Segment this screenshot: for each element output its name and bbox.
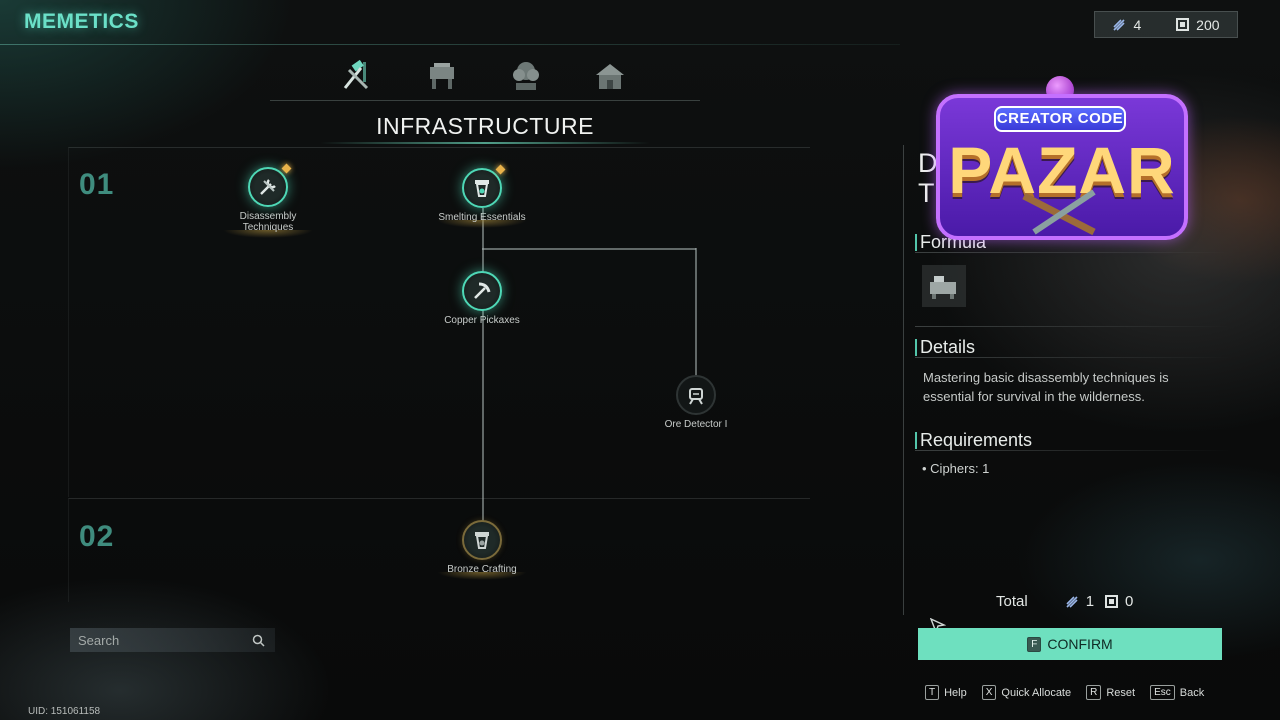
requirement-ciphers: • Ciphers: 1 [922, 461, 990, 476]
building-icon [596, 64, 624, 89]
hint-reset[interactable]: R Reset [1086, 685, 1135, 700]
hint-label: Reset [1106, 686, 1136, 699]
creator-name: PAZAR [948, 133, 1176, 207]
pickaxe-icon [474, 282, 491, 299]
currency-display: 4 200 [1094, 11, 1238, 38]
node-circle [462, 271, 502, 311]
workbench-icon [930, 276, 956, 299]
total-chips: 0 [1125, 593, 1134, 610]
garden-icon [513, 62, 539, 90]
keycap: Esc [1150, 685, 1175, 700]
node-highlight [437, 220, 527, 228]
tier-panel [68, 498, 810, 602]
chip-icon [1105, 595, 1119, 608]
control-hints: T Help X Quick Allocate R Reset Esc Back [925, 685, 1204, 700]
section-rule [915, 357, 1230, 358]
total-cost: Total 1 0 [996, 593, 1133, 610]
tech-node-smelting-essentials[interactable]: Smelting Essentials [422, 164, 542, 228]
tech-node-bronze-crafting[interactable]: Bronze Crafting [422, 520, 542, 580]
keycap: X [981, 685, 997, 700]
section-rule [915, 326, 1230, 327]
page-title: MEMETICS [24, 10, 139, 33]
node-highlight [437, 572, 527, 580]
tech-node-ore-detector-1[interactable]: Ore Detector I [636, 375, 756, 430]
creator-code-banner: CREATOR CODE PAZAR [930, 76, 1194, 246]
confirm-button[interactable]: F CONFIRM [918, 628, 1222, 660]
section-title: INFRASTRUCTURE [376, 113, 594, 139]
node-circle [462, 164, 506, 208]
search-input[interactable] [78, 632, 238, 648]
cipher-count-value: 4 [1133, 16, 1142, 33]
node-label: Disassembly Techniques [239, 211, 297, 233]
cipher-icon [1113, 18, 1126, 31]
tab-building[interactable] [592, 56, 628, 96]
total-label: Total [996, 593, 1028, 610]
keycap-f: F [1027, 636, 1042, 652]
anvil-icon [475, 532, 489, 549]
hint-label: Back [1179, 686, 1205, 699]
wrench-icon [260, 179, 276, 195]
confirm-label: CONFIRM [1047, 636, 1113, 652]
details-heading: Details [915, 338, 975, 356]
category-tabs [320, 56, 700, 102]
tab-tools[interactable] [338, 56, 374, 96]
keycap: R [1086, 685, 1102, 700]
node-circle [676, 375, 716, 415]
tech-node-disassembly-techniques[interactable]: Disassembly Techniques [208, 163, 328, 238]
mouse-cursor-icon [930, 618, 946, 634]
tab-garden[interactable] [508, 56, 544, 96]
connector-line [482, 208, 484, 526]
tier-label: 01 [79, 168, 115, 201]
furnace-icon [475, 180, 489, 197]
detail-divider [903, 145, 904, 615]
chip-icon [1176, 18, 1190, 31]
hint-quick-allocate[interactable]: X Quick Allocate [981, 685, 1072, 700]
user-id: UID: 151061158 [28, 706, 101, 717]
tech-description: Mastering basic disassembly techniques i… [923, 370, 1169, 404]
node-circle [462, 520, 502, 560]
hint-help[interactable]: T Help [925, 685, 967, 700]
cipher-count: 4 [1112, 17, 1141, 33]
tier-label: 02 [79, 520, 115, 553]
node-label: Copper Pickaxes [444, 315, 520, 326]
hint-back[interactable]: Esc Back [1150, 685, 1204, 700]
total-ciphers: 1 [1085, 593, 1095, 610]
requirements-heading: Requirements [915, 431, 1032, 449]
hint-label: Help [944, 686, 967, 699]
tier-panel [68, 147, 810, 497]
formula-item-slot[interactable] [922, 265, 966, 307]
section-underline [320, 142, 650, 144]
search-icon[interactable] [252, 634, 265, 647]
node-label: Bronze Crafting [447, 564, 517, 575]
tab-workbench[interactable] [424, 56, 460, 96]
tech-node-copper-pickaxes[interactable]: Copper Pickaxes [422, 271, 542, 326]
keycap: T [925, 685, 940, 700]
cipher-icon [1066, 595, 1078, 608]
connector-line [695, 248, 697, 378]
node-highlight [223, 230, 313, 238]
tabs-divider [270, 100, 700, 101]
workbench-icon [430, 63, 454, 89]
pickaxe-icon [1022, 189, 1096, 236]
section-rule [915, 252, 1230, 253]
connector-line [482, 248, 696, 250]
hint-label: Quick Allocate [1001, 686, 1072, 699]
chip-count: 200 [1176, 16, 1220, 33]
header-divider [0, 44, 900, 45]
chip-count-value: 200 [1196, 16, 1220, 33]
search-bar[interactable] [70, 628, 275, 652]
node-label: Smelting Essentials [438, 212, 526, 223]
node-circle [248, 163, 292, 207]
creator-code-label: CREATOR CODE [994, 106, 1126, 132]
detector-icon [689, 388, 703, 405]
section-rule [915, 450, 1230, 451]
node-label: Ore Detector I [664, 419, 728, 430]
crossed-tools-icon [343, 59, 369, 90]
